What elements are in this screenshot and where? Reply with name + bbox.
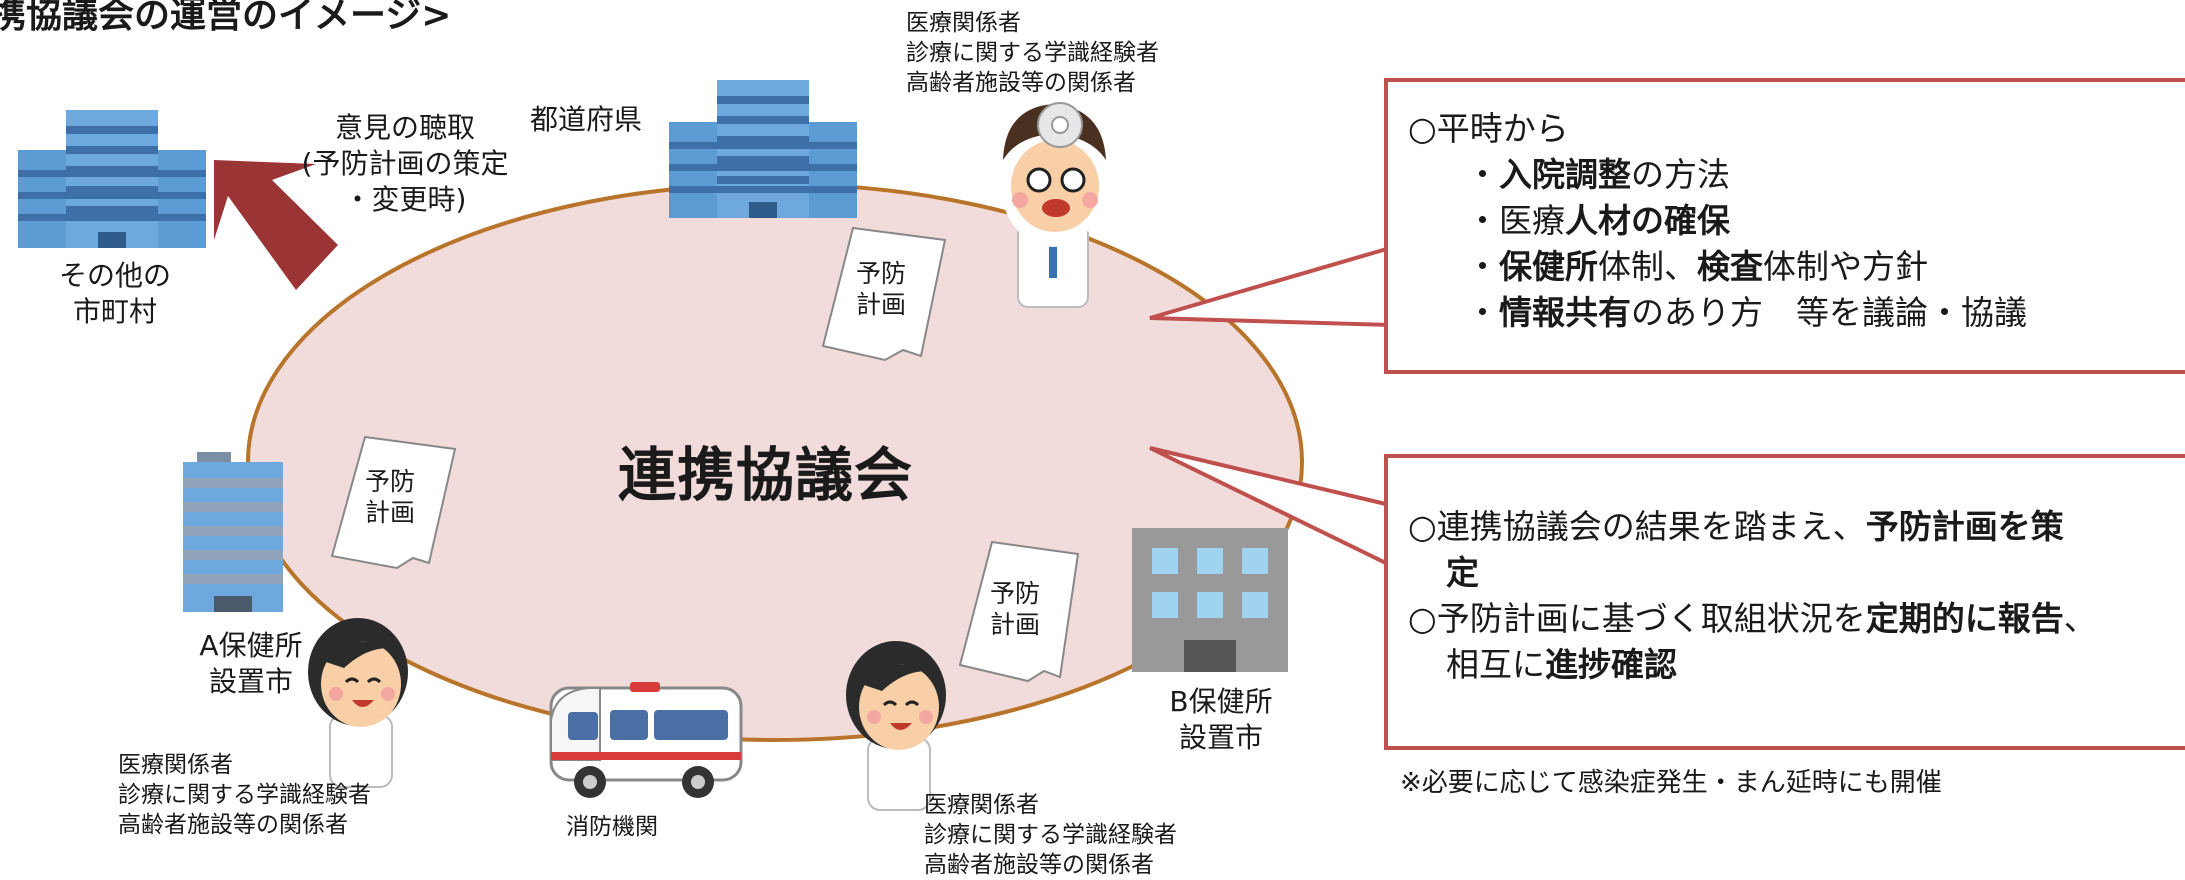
opinion-hearing-label: 意見の聴取 (予防計画の策定 ・変更時) — [270, 110, 540, 218]
bullet: ・ — [1466, 155, 1499, 194]
stakeholder-elderly-facility: 高齢者施設等の関係者 — [906, 70, 1136, 96]
footnote: ※必要に応じて感染症発生・まん延時にも開催 — [1400, 768, 1942, 798]
stakeholder-elderly-facility: 高齢者施設等の関係者 — [924, 852, 1154, 878]
ambulance-icon — [549, 682, 743, 798]
document-icon-bottom — [958, 540, 1080, 683]
callout-bold: 定 — [1446, 553, 1479, 592]
callout-bold: 進捗確認 — [1545, 645, 1677, 684]
callout-bold: 入院調整 — [1499, 155, 1631, 194]
callout-text: のあり方 等を議論・協議 — [1631, 293, 2027, 332]
building-prefecture-icon — [669, 80, 857, 218]
fire-department-label: 消防機関 — [566, 814, 658, 840]
callout-text: 医療 — [1499, 201, 1565, 240]
bullet: ・ — [1466, 247, 1499, 286]
document-line1: 予防 — [989, 579, 1040, 608]
callout-bold: 人材の確保 — [1565, 201, 1730, 240]
stakeholder-elderly-facility: 高齢者施設等の関係者 — [118, 812, 348, 838]
callout-top-content: ○平時から ・入院調整の方法 ・医療人材の確保 ・保健所体制、検査体制や方針 ・… — [1408, 106, 2027, 336]
stakeholder-academic: 診療に関する学識経験者 — [118, 782, 371, 808]
callout-plan: ○連携協議会の結果を踏まえ、予防計画を策 定 ○予防計画に基づく取組状況を定期的… — [1384, 454, 2185, 750]
health-center-a-label: A保健所 設置市 — [176, 628, 326, 700]
document-line1: 予防 — [364, 467, 415, 496]
callout-bold: 情報共有 — [1499, 293, 1631, 332]
callout-top-item-2: ・医療人材の確保 — [1408, 198, 2027, 244]
document-label-left: 予防 計画 — [355, 466, 425, 528]
callout-bold: 予防計画を策 — [1865, 507, 2064, 546]
health-center-a-line1: A保健所 — [199, 629, 303, 662]
council-label: 連携協議会 — [618, 441, 914, 509]
callout-text: 相互に — [1446, 645, 1545, 684]
callout-top-item-1: ・入院調整の方法 — [1408, 152, 2027, 198]
bullet: ・ — [1466, 201, 1499, 240]
prefecture-label: 都道府県 — [530, 103, 643, 136]
callout-bottom-line2: 定 — [1408, 550, 2097, 596]
opinion-hearing-line3: ・変更時) — [343, 183, 467, 216]
page-title: 携協議会の運営のイメージ> — [0, 0, 452, 36]
stakeholder-medical: 医療関係者 — [906, 10, 1021, 36]
building-other-municipalities-icon — [18, 110, 206, 248]
callout-text: 体制や方針 — [1763, 247, 1928, 286]
building-health-center-a-icon — [183, 452, 283, 612]
callout-text: 体制、 — [1598, 247, 1697, 286]
callout-bold: 検査 — [1697, 247, 1763, 286]
other-municipalities-line2: 市町村 — [72, 295, 157, 328]
building-health-center-b-icon — [1132, 528, 1288, 672]
callout-top-item-3: ・保健所体制、検査体制や方針 — [1408, 244, 2027, 290]
callout-bold: 定期的に報告 — [1865, 599, 2064, 638]
health-center-b-line1: B保健所 — [1169, 685, 1273, 718]
stakeholder-medical: 医療関係者 — [118, 752, 233, 778]
document-line2: 計画 — [855, 290, 906, 319]
opinion-hearing-line2: (予防計画の策定 — [301, 147, 509, 180]
other-municipalities-label: その他の 市町村 — [40, 258, 190, 330]
stakeholder-medical: 医療関係者 — [924, 792, 1039, 818]
callout-normal-times: ○平時から ・入院調整の方法 ・医療人材の確保 ・保健所体制、検査体制や方針 ・… — [1384, 78, 2185, 374]
document-label-bottom: 予防 計画 — [980, 578, 1050, 640]
stakeholders-bottom-left: 医療関係者 診療に関する学識経験者 高齢者施設等の関係者 — [118, 750, 371, 840]
callout-bottom-line3: ○予防計画に基づく取組状況を定期的に報告、 — [1408, 596, 2097, 642]
stakeholders-top: 医療関係者 診療に関する学識経験者 高齢者施設等の関係者 — [906, 8, 1159, 98]
other-municipalities-line1: その他の — [58, 259, 171, 292]
document-line1: 予防 — [855, 259, 906, 288]
document-label-top: 予防 計画 — [846, 258, 916, 320]
callout-top-heading: ○平時から — [1408, 109, 1569, 148]
stakeholders-bottom-center: 医療関係者 診療に関する学識経験者 高齢者施設等の関係者 — [924, 790, 1177, 880]
callout-bottom-line4: 相互に進捗確認 — [1408, 642, 2097, 688]
nurse-b-icon — [846, 641, 946, 811]
health-center-b-line2: 設置市 — [1178, 721, 1263, 754]
opinion-hearing-line1: 意見の聴取 — [334, 111, 475, 144]
callout-bottom-line1: ○連携協議会の結果を踏まえ、予防計画を策 — [1408, 504, 2097, 550]
document-line2: 計画 — [364, 498, 415, 527]
doctor-icon — [1001, 102, 1106, 308]
stakeholder-academic: 診療に関する学識経験者 — [906, 40, 1159, 66]
callout-bold: 保健所 — [1499, 247, 1598, 286]
bullet: ・ — [1466, 293, 1499, 332]
stakeholder-academic: 診療に関する学識経験者 — [924, 822, 1177, 848]
callout-text: ○予防計画に基づく取組状況を — [1408, 599, 1866, 638]
opinion-arrow — [214, 160, 338, 290]
health-center-a-line2: 設置市 — [208, 665, 293, 698]
callout-text: の方法 — [1631, 155, 1730, 194]
health-center-b-label: B保健所 設置市 — [1146, 684, 1296, 756]
document-line2: 計画 — [989, 610, 1040, 639]
callout-text: 、 — [2063, 599, 2097, 638]
nurse-a-icon — [308, 618, 408, 788]
document-icon-left — [330, 435, 457, 570]
callout-bottom-content: ○連携協議会の結果を踏まえ、予防計画を策 定 ○予防計画に基づく取組状況を定期的… — [1408, 504, 2097, 688]
callout-top-item-4: ・情報共有のあり方 等を議論・協議 — [1408, 290, 2027, 336]
document-icon-top — [821, 226, 947, 362]
callout-text: ○連携協議会の結果を踏まえ、 — [1408, 507, 1866, 546]
